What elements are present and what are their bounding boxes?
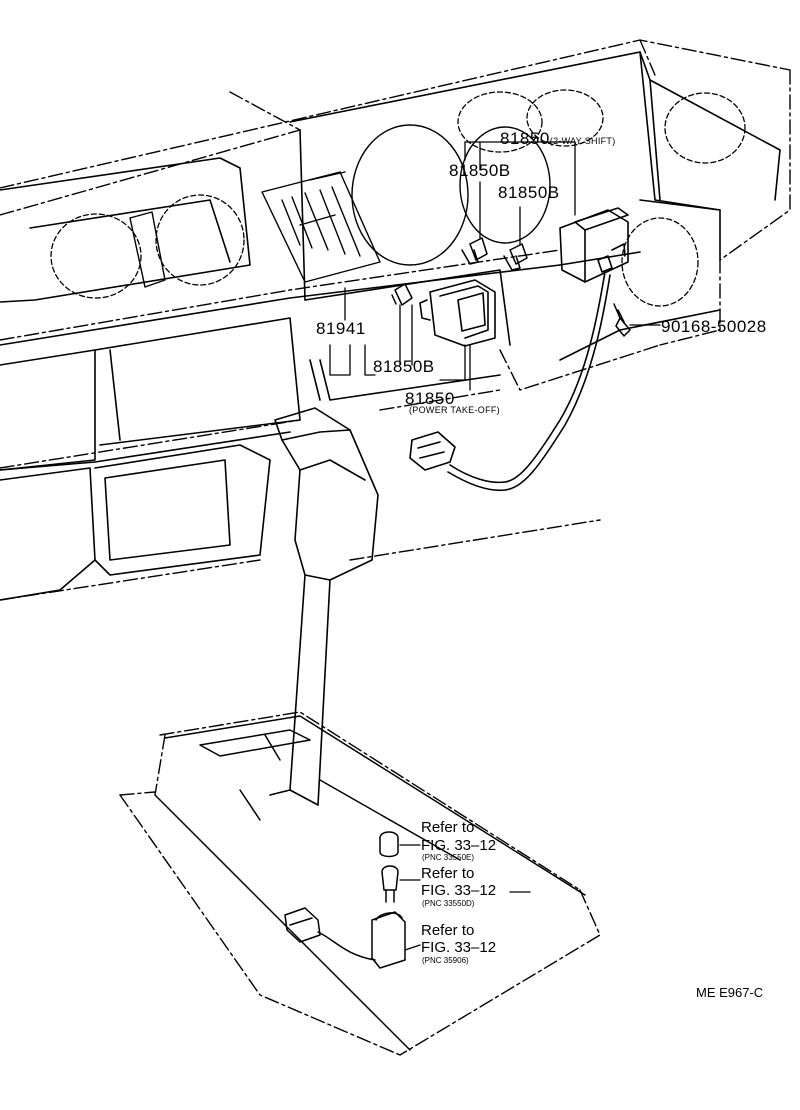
harness-wire [409,271,611,492]
part-81850B-right: 81850B [498,183,560,202]
ref-1-pnc: (PNC 33550E) [422,853,475,862]
part-81850B-lower: 81850B [373,357,435,376]
part-81850B-upper: 81850B [449,161,511,180]
part-90168-50028: 90168-50028 [661,317,767,336]
heater-panel [261,171,381,283]
shift-lever [269,407,379,806]
ref-2-line1: Refer to [421,865,475,882]
gauges-solid [129,124,551,288]
gauges [50,89,746,307]
ref-3-line2: FIG. 33–12 [421,939,497,956]
bottom-parts [284,831,406,969]
ref-3-pnc: (PNC 35906) [422,956,469,965]
part-81941: 81941 [316,319,366,338]
ref-3-line1: Refer to [421,922,475,939]
leader-lines [329,141,661,951]
part-81850-pto-note: (POWER TAKE-OFF) [409,405,500,415]
ref-1-line2: FIG. 33–12 [421,837,497,854]
console-base [154,715,586,1051]
ref-2-pnc: (PNC 33550D) [422,899,475,908]
diagram-code: ME E967-C [696,985,764,1000]
ref-1-line1: Refer to [421,819,475,836]
ref-2-line2: FIG. 33–12 [421,882,497,899]
bulb-sockets [391,237,528,306]
part-note: (2-WAY SHIFT) [549,136,616,146]
two-way-switch [559,207,629,283]
screw [613,303,631,337]
part-81850-2way: 81850(2-WAY SHIFT) [500,130,616,147]
dashboard-body [0,51,781,601]
panel-outline [0,39,791,1056]
part-81850-pto: 81850 [405,389,455,408]
pto-switch [419,279,496,347]
part-number: 81850 [500,129,550,148]
